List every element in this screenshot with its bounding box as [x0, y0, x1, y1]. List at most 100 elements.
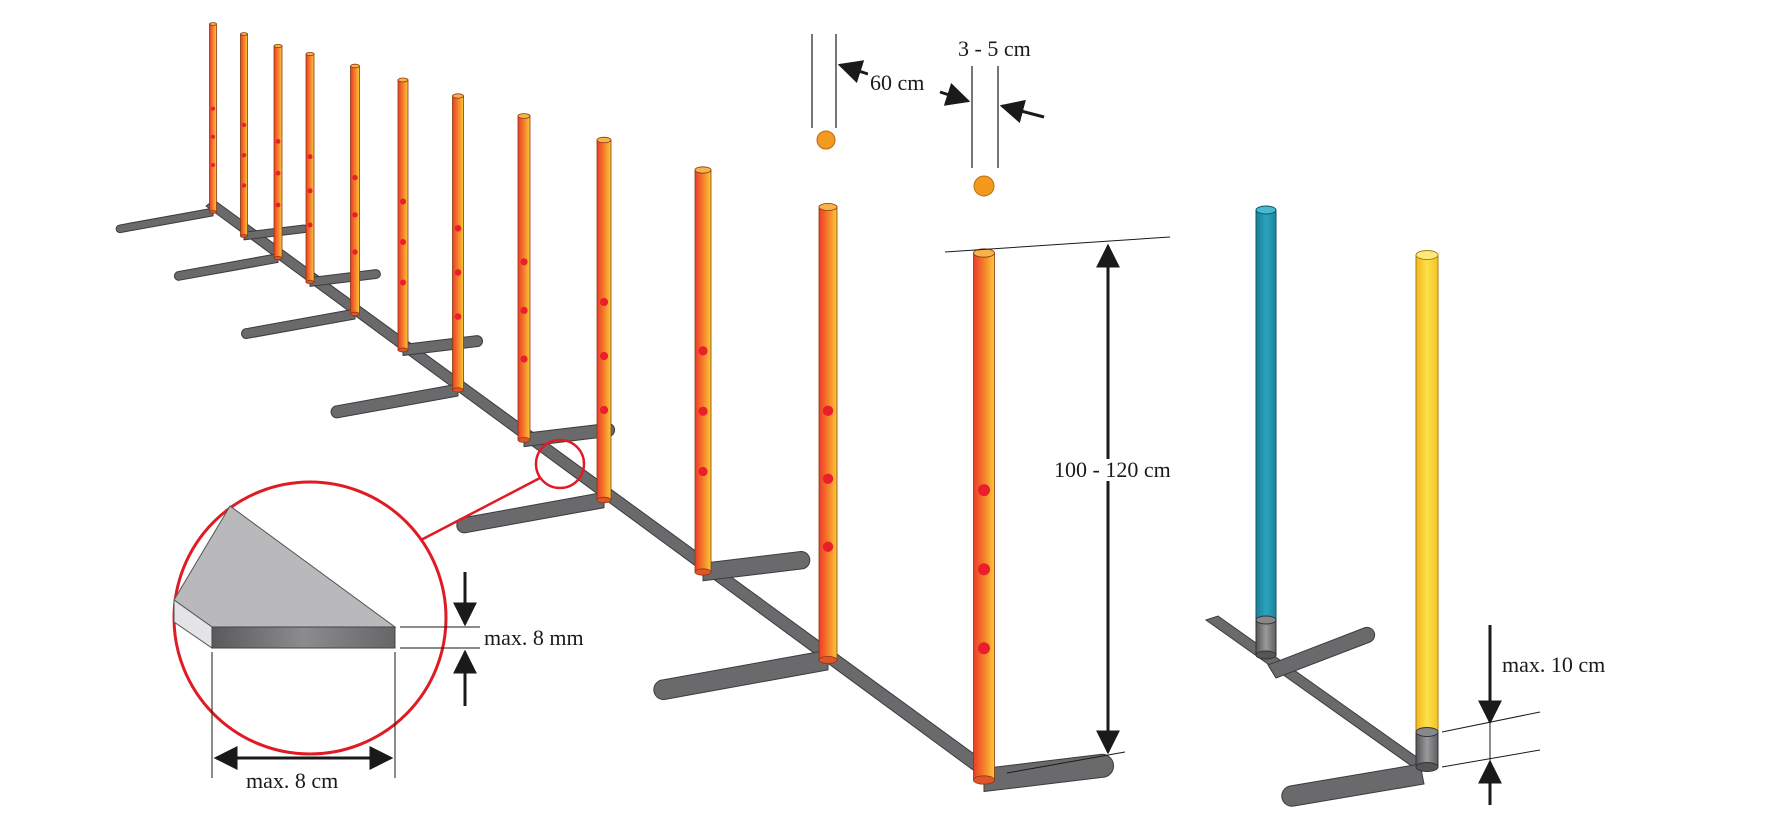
- pole-cap: [273, 44, 283, 49]
- base-foot: [173, 253, 279, 281]
- pole-marker-dot: [275, 202, 281, 208]
- pole-marker-dot: [822, 405, 834, 417]
- pole-marker-dot: [352, 174, 358, 181]
- pole-marker-dot: [275, 139, 281, 144]
- base-thickness-label: max. 8 mm: [482, 625, 586, 650]
- pole-body: [694, 169, 712, 573]
- base-foot: [983, 753, 1114, 793]
- pole-body: [305, 53, 315, 283]
- pole-marker-dot: [241, 183, 247, 188]
- pole-marker-dot: [400, 279, 406, 286]
- pole-body: [240, 33, 248, 237]
- pole-marker-dot: [211, 134, 215, 139]
- weave-pole: [305, 52, 315, 284]
- pole-body: [397, 79, 409, 351]
- pole-body: [973, 252, 995, 781]
- pole-marker-dot: [978, 642, 990, 655]
- spacing-arrow-left: [837, 60, 869, 84]
- base-foot: [456, 491, 605, 534]
- base-foot: [653, 649, 829, 701]
- teal-pole: [1255, 209, 1277, 655]
- pole-marker-dot: [400, 198, 406, 205]
- pole-height-label: 100 - 120 cm: [1052, 457, 1173, 482]
- pole-marker-dot: [307, 222, 313, 228]
- weave-pole: [397, 77, 409, 353]
- weave-poles-group: [209, 22, 995, 785]
- pole-marker-dot: [698, 466, 708, 477]
- detail-poles-group: [1204, 205, 1541, 807]
- teal-pole-base-section: [1255, 619, 1277, 656]
- pole-body: [350, 65, 360, 315]
- weave-pole: [517, 113, 531, 443]
- pole-body: [596, 139, 612, 501]
- pole-marker-dot: [822, 473, 834, 484]
- weave-pole: [596, 136, 612, 504]
- weave-pole: [452, 93, 464, 393]
- pole-marker-dot: [822, 541, 834, 552]
- pole-marker-dot: [454, 225, 462, 232]
- pole-marker-dot: [454, 313, 462, 320]
- base-foot: [115, 207, 214, 234]
- pole-cap: [694, 166, 712, 174]
- pole-body: [517, 115, 531, 441]
- pole-marker-dot: [307, 188, 313, 194]
- base-width-label: max. 8 cm: [244, 768, 341, 793]
- base-foot: [330, 383, 459, 419]
- base-foot: [241, 308, 356, 340]
- pole-marker-dot: [241, 122, 247, 128]
- detail-callout-group: [172, 438, 586, 778]
- pole-marker-dot: [454, 269, 462, 276]
- pole-marker-dot: [352, 212, 358, 218]
- top-dimension-group: [811, 34, 1045, 197]
- weave-pole: [209, 22, 217, 214]
- pole-body: [209, 23, 217, 213]
- detail-base-foot: [1281, 763, 1425, 807]
- pole-cap: [209, 22, 217, 26]
- spacing-arrow-right: [939, 82, 971, 106]
- spacing-label: 60 cm: [868, 70, 927, 95]
- pole-marker-dot: [599, 351, 609, 361]
- pole-marker-dot: [211, 106, 215, 111]
- pole-marker-dot: [400, 239, 406, 245]
- weave-pole: [973, 248, 995, 785]
- pole-cap: [517, 113, 531, 119]
- weave-pole: [818, 202, 838, 665]
- pole-body: [452, 95, 464, 391]
- pole-marker-dot: [520, 258, 528, 266]
- base-foot: [309, 269, 381, 287]
- pole-cap: [350, 63, 360, 69]
- pole-marker-dot: [520, 355, 528, 363]
- pole-cap: [818, 202, 838, 211]
- height-dimension-group: [944, 236, 1171, 774]
- detail-base-foot: [1267, 626, 1376, 679]
- pole-marker-dot: [352, 249, 358, 255]
- pole-marker-dot: [211, 163, 215, 167]
- pole-cap: [397, 77, 409, 83]
- pole-marker-dot: [599, 297, 609, 307]
- pole-marker-dot: [698, 406, 708, 416]
- pole-marker-dot: [307, 154, 313, 160]
- callout-small-circle: [534, 438, 586, 490]
- pole-marker-dot: [275, 170, 281, 176]
- pole-cap: [596, 136, 612, 144]
- base-section-height-label: max. 10 cm: [1500, 652, 1608, 677]
- yellow-pole: [1415, 254, 1439, 766]
- weave-pole: [273, 44, 283, 260]
- pole-cap: [973, 248, 995, 258]
- pole-cap: [452, 93, 464, 99]
- pole-marker-dot: [599, 405, 609, 415]
- pole-body: [818, 206, 838, 661]
- pole-top-section: [816, 130, 836, 150]
- weave-pole: [350, 63, 360, 317]
- yellow-pole-base-section: [1415, 731, 1439, 768]
- pole-cap: [240, 32, 248, 36]
- pole-marker-dot: [241, 153, 247, 158]
- diameter-arrow: [999, 99, 1045, 124]
- weave-pole: [694, 166, 712, 576]
- pole-top-section: [973, 175, 995, 197]
- base-foot: [702, 550, 811, 582]
- pole-cap: [305, 52, 315, 57]
- pole-marker-dot: [698, 346, 708, 356]
